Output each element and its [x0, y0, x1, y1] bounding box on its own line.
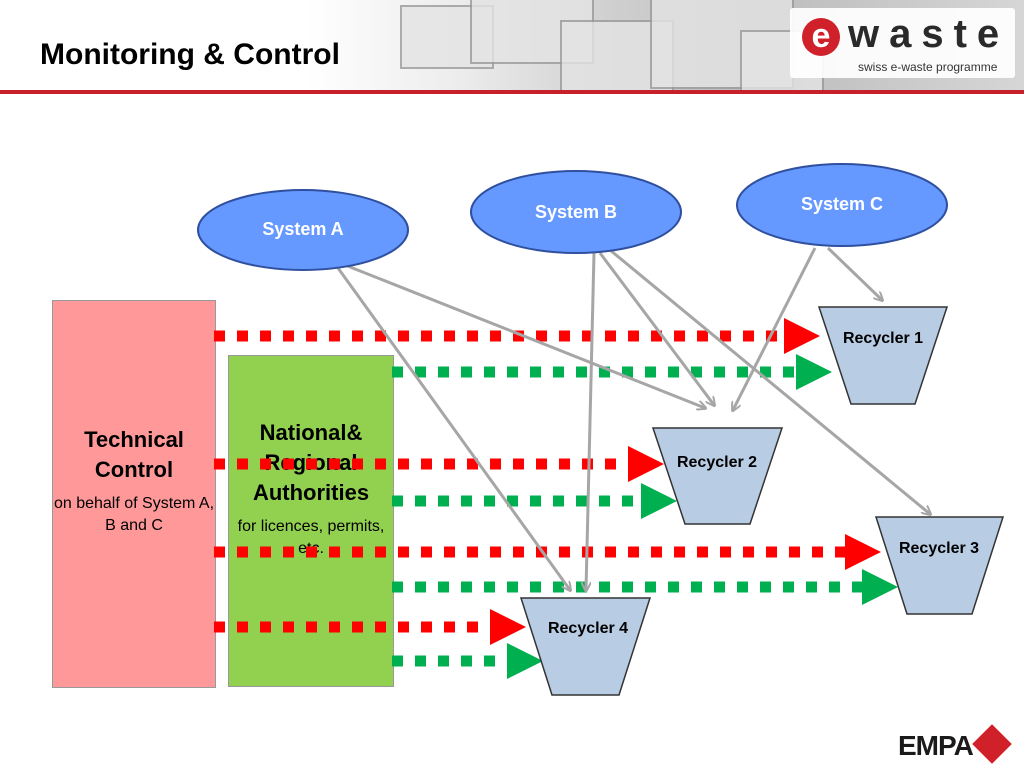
system-c-label: System C: [800, 194, 884, 214]
red-arrowhead: [845, 534, 881, 570]
recycler-1-label: Recycler 1: [842, 330, 924, 347]
recycler-4-label: Recycler 4: [547, 620, 629, 637]
red-arrowhead: [784, 318, 820, 354]
link-system-c-recycler-1: [826, 246, 882, 300]
system-c-node: [736, 163, 948, 247]
recycler-2-label: Recycler 2: [676, 454, 758, 471]
recyclers: [519, 306, 1005, 696]
link-system-a-recycler-4: [336, 267, 570, 590]
ewaste-logo: e waste swiss e-waste programme: [790, 8, 1015, 78]
red-arrowhead: [490, 609, 526, 645]
recycler-1-node: [817, 306, 949, 405]
system-links: [336, 246, 930, 590]
technical-control-box: Technical Control on behalf of System A,…: [52, 300, 216, 688]
red-arrowhead: [628, 446, 664, 482]
green-arrowhead: [507, 643, 543, 679]
header-banner: e waste swiss e-waste programme: [0, 0, 1024, 92]
link-system-b-recycler-3: [609, 248, 930, 514]
link-system-b-recycler-4: [586, 252, 596, 590]
system-b-node: [470, 170, 682, 254]
link-system-b-recycler-2: [598, 252, 714, 405]
technical-control-title: Technical Control: [84, 427, 184, 482]
recycler-3-label: Recycler 3: [898, 540, 980, 557]
green-arrowhead: [641, 483, 677, 519]
systems: [197, 163, 948, 271]
recycler-4-node: [519, 597, 652, 696]
recycler-2-node: [651, 427, 784, 525]
logo-wordmark: waste: [848, 12, 1010, 56]
link-system-c-recycler-2: [733, 247, 817, 410]
logo-tagline: swiss e-waste programme: [858, 60, 998, 74]
authorities-title: National& Regional Authorities: [252, 420, 370, 505]
system-b-label: System B: [534, 202, 618, 222]
technical-control-arrows: [214, 318, 881, 645]
green-arrowhead: [796, 354, 832, 390]
recycler-3-node: [874, 516, 1005, 615]
technical-control-subtitle: on behalf of System A, B and C: [53, 495, 215, 534]
system-a-label: System A: [262, 219, 344, 239]
link-system-a-recycler-2: [344, 263, 705, 408]
page-title: Monitoring & Control: [40, 38, 340, 71]
authorities-arrows: [392, 354, 898, 679]
empa-logo-text: EMPA: [898, 730, 974, 761]
system-a-node: [197, 189, 409, 271]
green-arrowhead: [862, 569, 898, 605]
logo-e-mark: e: [802, 18, 840, 56]
header-divider: [0, 90, 1024, 94]
authorities-subtitle: for licences, permits, etc.: [237, 518, 385, 557]
